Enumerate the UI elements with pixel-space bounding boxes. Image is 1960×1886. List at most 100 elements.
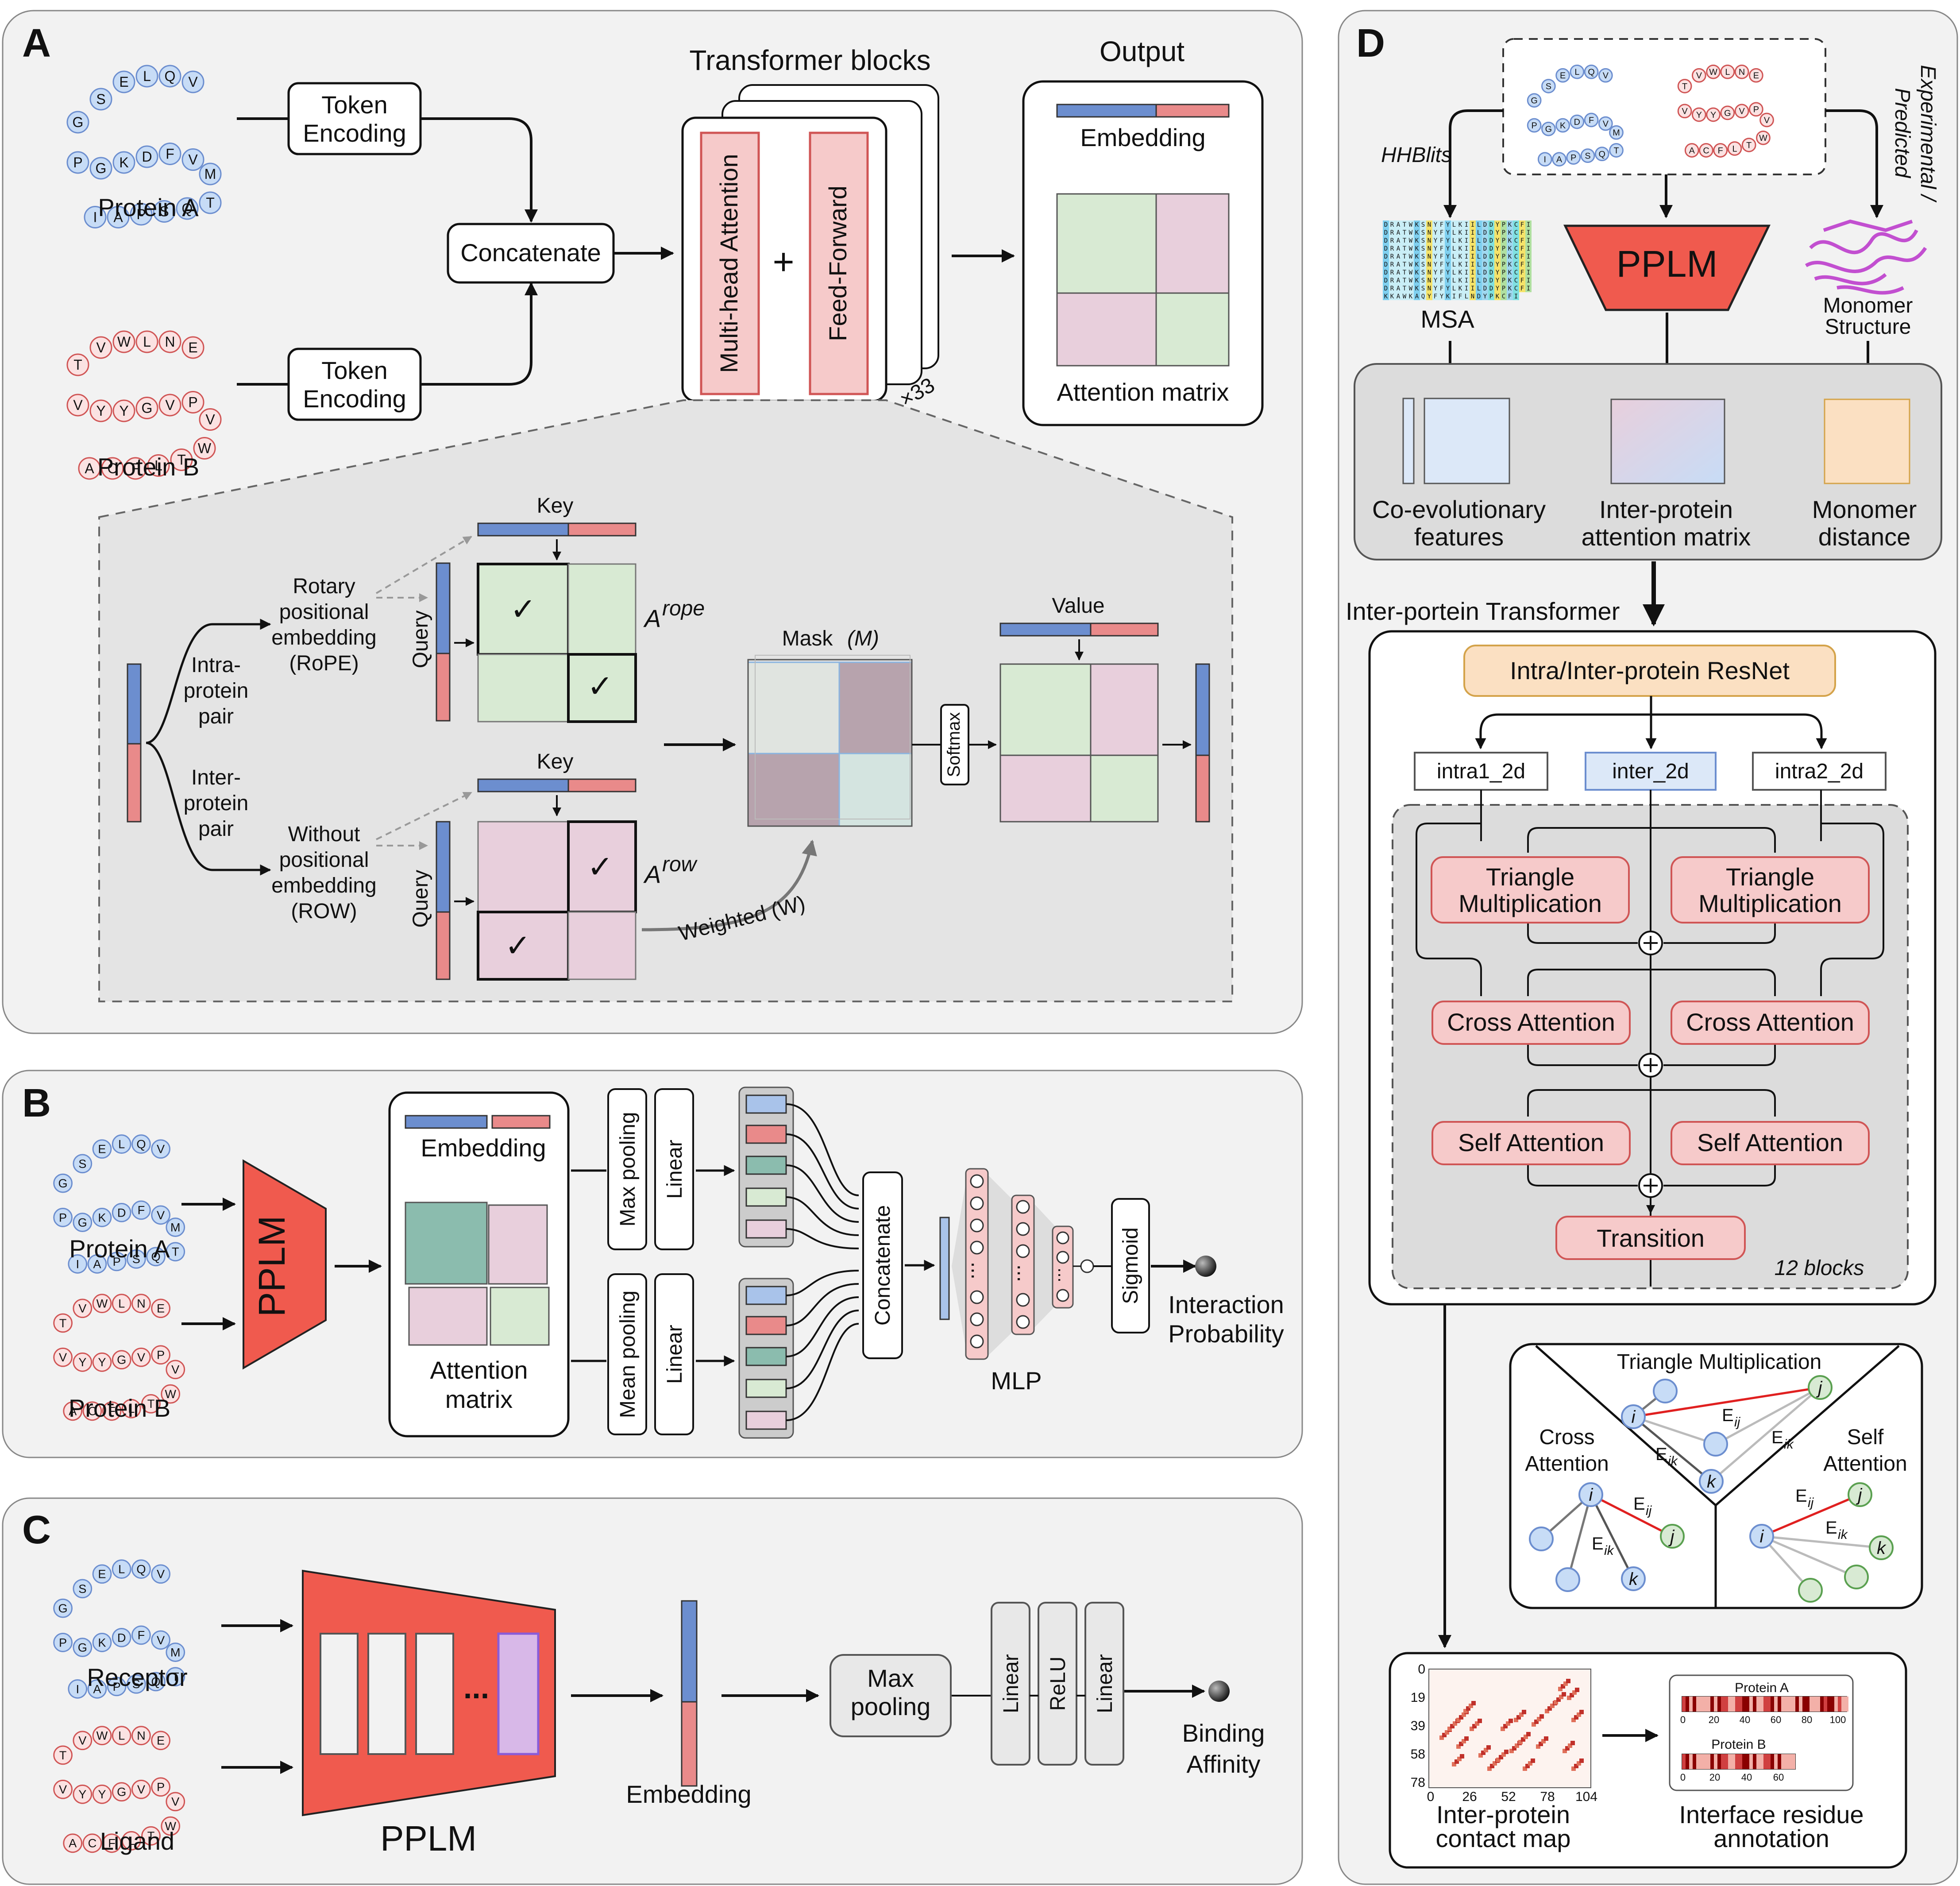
residue-node — [1756, 130, 1771, 145]
msa-residue: K — [1458, 253, 1462, 260]
interface-cell — [1753, 1754, 1756, 1769]
msa-residue: D — [1384, 277, 1388, 284]
residue-letter: A — [85, 460, 94, 476]
residue-node — [1527, 118, 1542, 133]
svg-text:Inter-: Inter- — [191, 766, 241, 789]
msa-residue: Y — [1446, 229, 1450, 236]
residue-letter: F — [1589, 116, 1594, 125]
contact-cell — [1567, 1696, 1571, 1700]
msa-residue: Y — [1446, 253, 1450, 260]
msa-residue: K — [1458, 221, 1462, 228]
residue-letter: L — [143, 334, 151, 350]
residue-letter: V — [1603, 71, 1609, 81]
contact-cell — [1499, 1755, 1503, 1759]
interface-cell — [1717, 1754, 1721, 1769]
y-tick: 19 — [1411, 1690, 1425, 1705]
interface-cell — [1799, 1697, 1802, 1712]
interface-cell — [1767, 1754, 1771, 1769]
cross-attention-right: Cross Attention — [1671, 1001, 1870, 1045]
residue-letter: T — [59, 1748, 67, 1762]
svg-text:ik: ik — [1838, 1527, 1848, 1542]
msa-residue: F — [1440, 253, 1443, 260]
msa-residue: Y — [1496, 237, 1500, 244]
msa-residue: A — [1397, 237, 1401, 244]
residue-letter: Y — [98, 1355, 106, 1369]
contact-cell — [1463, 1709, 1468, 1713]
contact-cell — [1521, 1737, 1525, 1742]
svg-text:Token: Token — [321, 91, 387, 119]
msa-residue: N — [1428, 261, 1431, 268]
contact-cell — [1523, 1766, 1527, 1771]
max-pooling-box-c: Max pooling — [830, 1654, 952, 1737]
interaction-probability-label: Interaction — [1168, 1291, 1284, 1318]
residue-letter: L — [118, 1729, 125, 1743]
svg-text:E: E — [1825, 1518, 1837, 1538]
msa-residue: I — [1527, 277, 1530, 284]
msa-residue: D — [1483, 229, 1487, 236]
residue-node — [1555, 118, 1570, 133]
residue-node — [1580, 148, 1595, 163]
residue-letter: W — [165, 1387, 176, 1401]
residue-letter: Y — [78, 1787, 86, 1801]
residue-letter: F — [138, 1628, 145, 1642]
residue-letter: I — [93, 209, 97, 225]
residue-node — [151, 1777, 171, 1797]
residue-letter: N — [137, 1297, 146, 1310]
svg-text:Token: Token — [321, 356, 387, 384]
residue-node — [161, 1384, 181, 1404]
residue-node — [112, 1134, 131, 1154]
residue-node — [166, 1792, 185, 1812]
msa-residue: T — [1403, 245, 1407, 252]
residue-node — [158, 143, 181, 165]
msa-residue: D — [1489, 285, 1493, 292]
residue-node — [176, 197, 199, 220]
contact-cell — [1568, 1743, 1572, 1748]
residue-letter: T — [172, 1670, 179, 1684]
svg-text:Intra-: Intra- — [191, 653, 241, 677]
residue-node — [151, 1564, 171, 1584]
svg-text:Sigmoid: Sigmoid — [1119, 1227, 1142, 1304]
svg-text:A: A — [643, 604, 661, 632]
msa-residue: R — [1390, 269, 1394, 276]
msa-residue: Y — [1446, 285, 1450, 292]
msa-residue: K — [1458, 245, 1462, 252]
residue-node — [92, 1208, 112, 1227]
residue-letter: G — [78, 1215, 87, 1229]
residue-letter: W — [117, 334, 131, 350]
residue-node — [126, 1249, 146, 1269]
residue-letter: M — [1613, 128, 1620, 138]
residue-node — [193, 437, 216, 460]
residue-node — [135, 330, 158, 353]
feature-stack-max — [738, 1086, 794, 1248]
msa-residue: F — [1520, 285, 1524, 292]
msa-residue: Y — [1496, 277, 1500, 284]
msa-residue: T — [1403, 269, 1407, 276]
msa-residue: Y — [1446, 237, 1450, 244]
contact-cell — [1514, 1718, 1518, 1722]
svg-text:Key: Key — [537, 750, 574, 773]
msa-residue: S — [1421, 245, 1425, 252]
x-tick: 104 — [1575, 1789, 1597, 1804]
tick: 20 — [1709, 1714, 1719, 1725]
residue-node — [73, 1352, 93, 1372]
residue-node — [89, 88, 112, 111]
interface-cell — [1742, 1754, 1746, 1769]
residue-node — [1734, 104, 1749, 119]
linear-box-c2: Linear — [1084, 1602, 1124, 1766]
interface-cell — [1732, 1697, 1735, 1712]
msa-residue: Y — [1446, 261, 1450, 268]
contact-cell — [1509, 1749, 1514, 1753]
residue-node — [146, 1247, 166, 1267]
msa-residue: I — [1471, 237, 1474, 244]
contact-cell — [1456, 1744, 1461, 1749]
svg-text:ik: ik — [1604, 1543, 1615, 1558]
msa-residue: A — [1397, 285, 1401, 292]
residue-letter: S — [1546, 81, 1551, 91]
residue-node — [181, 148, 204, 171]
msa-residue: W — [1409, 237, 1413, 244]
msa-residue: I — [1527, 269, 1530, 276]
transition-box: Transition — [1555, 1216, 1746, 1260]
